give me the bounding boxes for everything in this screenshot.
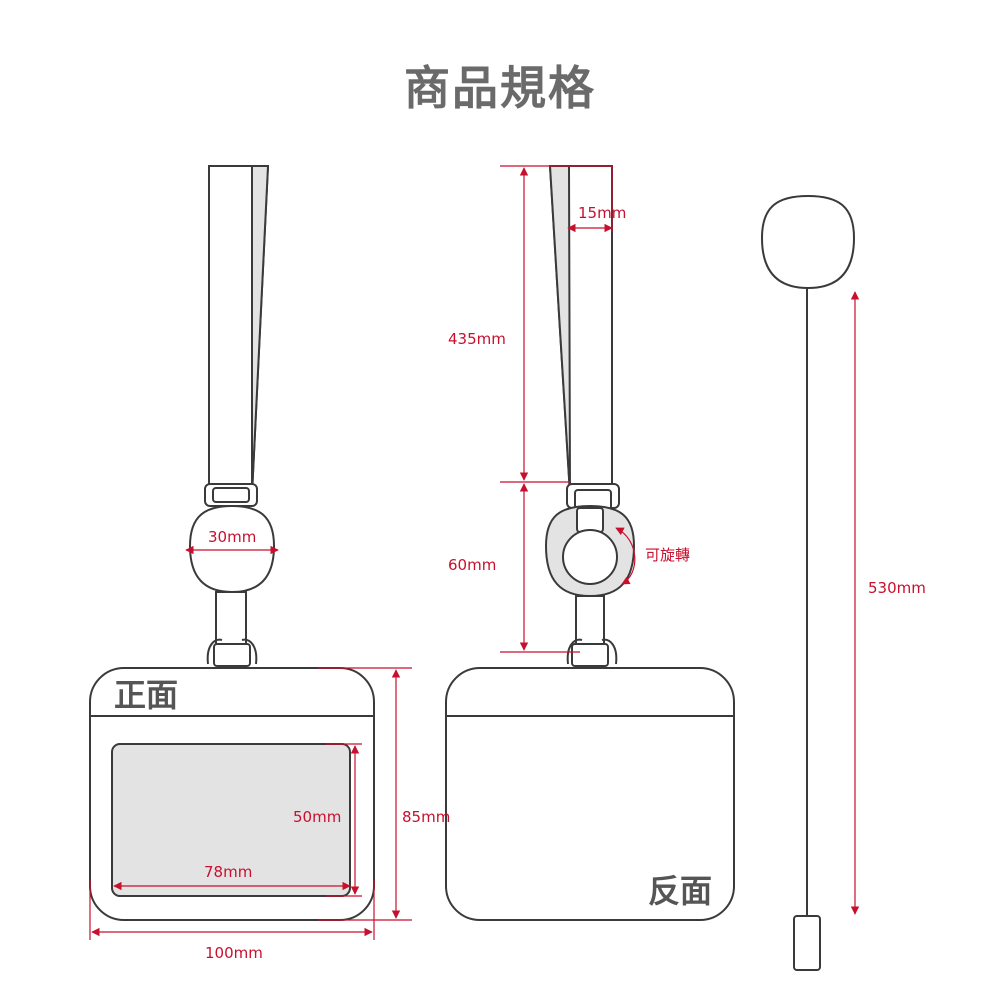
- dim-window-height: 50mm: [293, 743, 362, 897]
- card-window: [111, 743, 351, 897]
- front-badge-reel: [188, 504, 276, 594]
- swivel-ring: [562, 529, 618, 585]
- dim-reel-width: 30mm: [185, 528, 279, 555]
- side-reel: [760, 194, 856, 290]
- holder-height-label: 85mm: [402, 808, 450, 826]
- dim-strap-length: 435mm: [448, 165, 612, 483]
- dim-strap-width: 15mm: [567, 166, 626, 233]
- rotate-label: 可旋轉: [645, 546, 690, 564]
- front-strap-clip: [204, 483, 258, 507]
- reel-cord-view: [760, 194, 856, 971]
- strap-width-label: 15mm: [578, 204, 626, 222]
- dim-holder-width: 100mm: [89, 880, 375, 962]
- front-card-holder: [89, 667, 375, 921]
- back-label: 反面: [648, 872, 712, 910]
- reel-width-label: 30mm: [208, 528, 256, 546]
- holder-width-label: 100mm: [205, 944, 263, 962]
- dim-holder-height: 85mm: [318, 667, 450, 921]
- cord-length-label: 530mm: [868, 579, 926, 597]
- dim-cord-length: 530mm: [850, 291, 926, 915]
- cord-end-clip: [793, 915, 821, 971]
- dim-window-width: 78mm: [113, 863, 351, 891]
- window-height-label: 50mm: [293, 808, 341, 826]
- back-ring: [566, 638, 618, 667]
- rotate-arrow: [615, 527, 636, 585]
- window-width-label: 78mm: [204, 863, 252, 881]
- reel-height-label: 60mm: [448, 556, 496, 574]
- back-view: 可旋轉 反面: [445, 165, 735, 921]
- back-badge-reel: [544, 504, 636, 598]
- page-title: 商品規格: [404, 61, 596, 115]
- front-view: 正面: [89, 165, 375, 921]
- strap-length-label: 435mm: [448, 330, 506, 348]
- front-label: 正面: [114, 676, 178, 714]
- dim-reel-height: 60mm: [448, 483, 580, 653]
- front-ring: [206, 638, 258, 667]
- back-card-holder: [445, 667, 735, 921]
- front-connector-strap: [215, 591, 247, 649]
- front-lanyard-strap: [208, 165, 270, 495]
